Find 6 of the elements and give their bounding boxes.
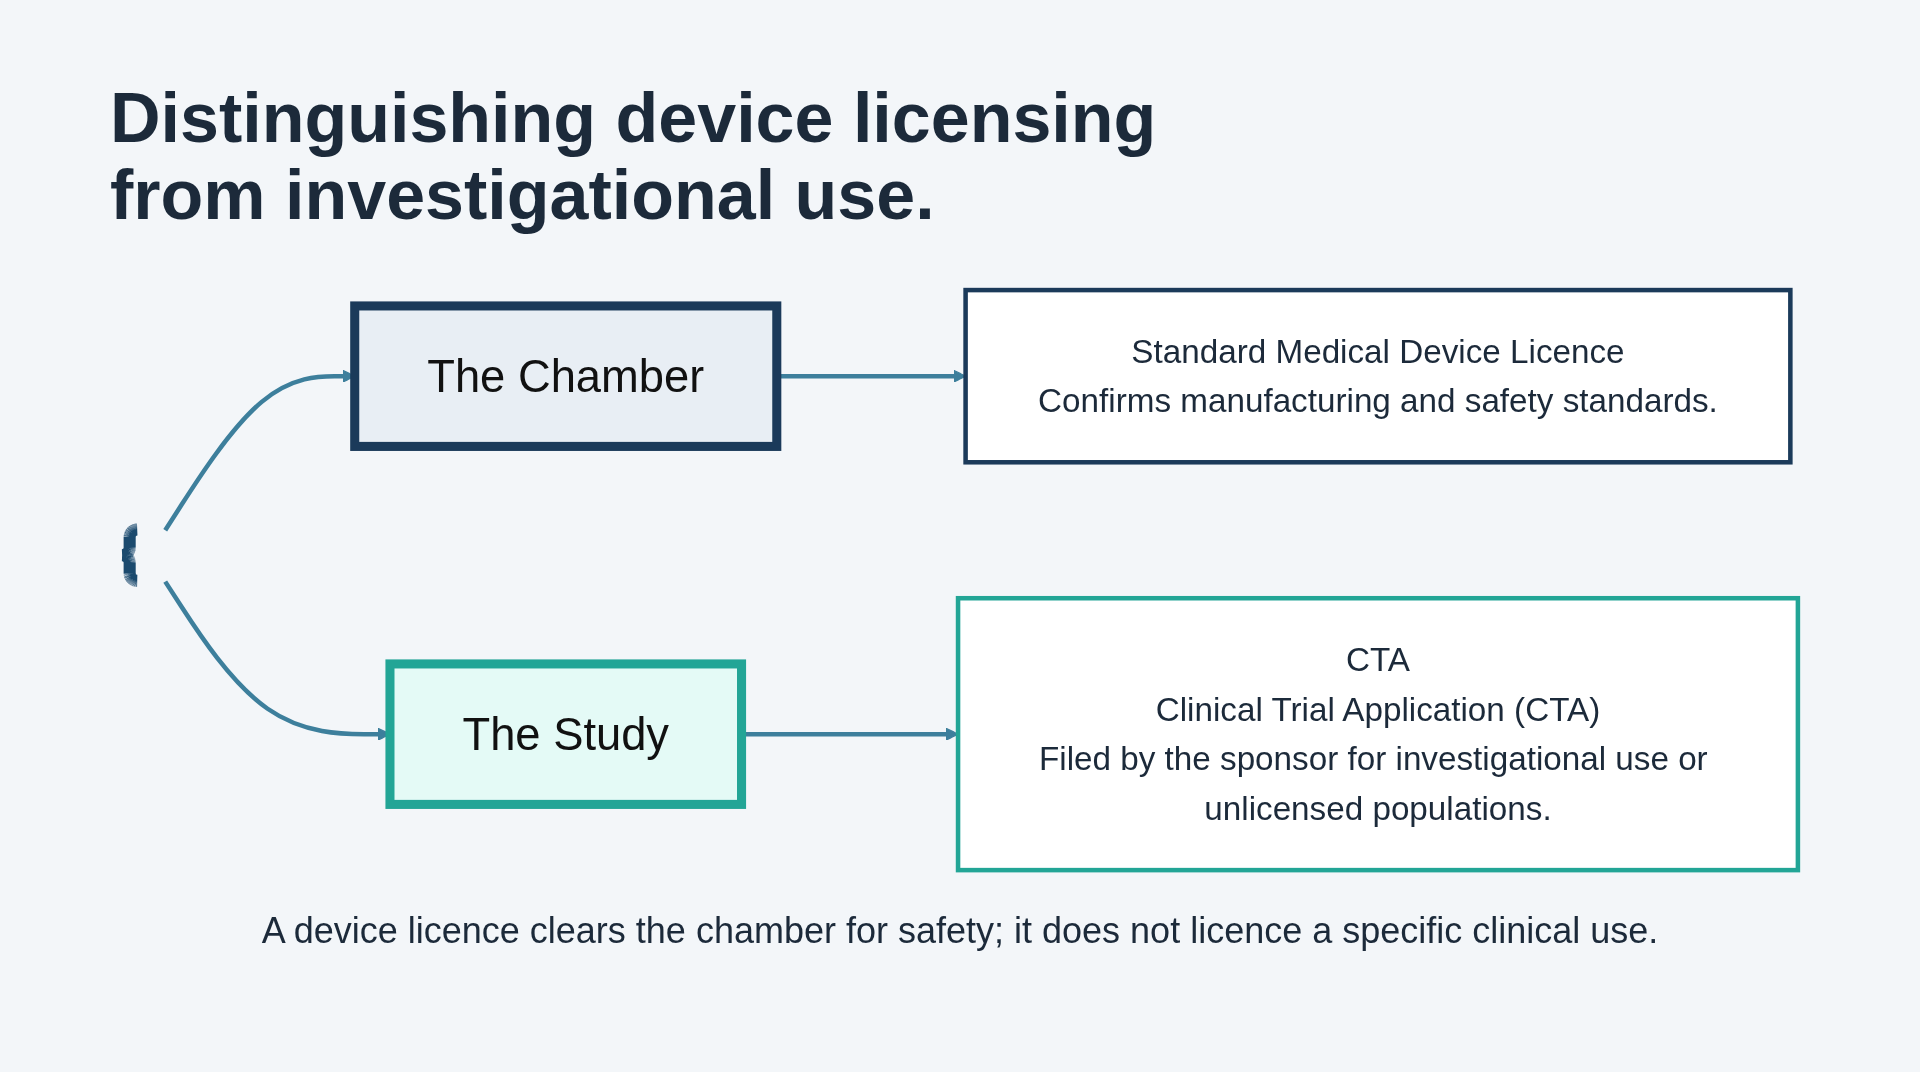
node-box: CTA Clinical Trial Application (CTA) Filed by the sponsor for investigational use or unlicensed populations. [955, 595, 1801, 873]
node-box: Standard Medical Device Licence Confirms manufacturing and safety standards. [963, 287, 1793, 465]
node-box: The Chamber [350, 301, 782, 451]
node-box: The Study [385, 659, 747, 809]
title: Distinguishing device licensing from investigational use. [110, 80, 1158, 234]
caption: A device licence clears the chamber for safety; it does not licence a specific clinical use. [260, 910, 1660, 952]
